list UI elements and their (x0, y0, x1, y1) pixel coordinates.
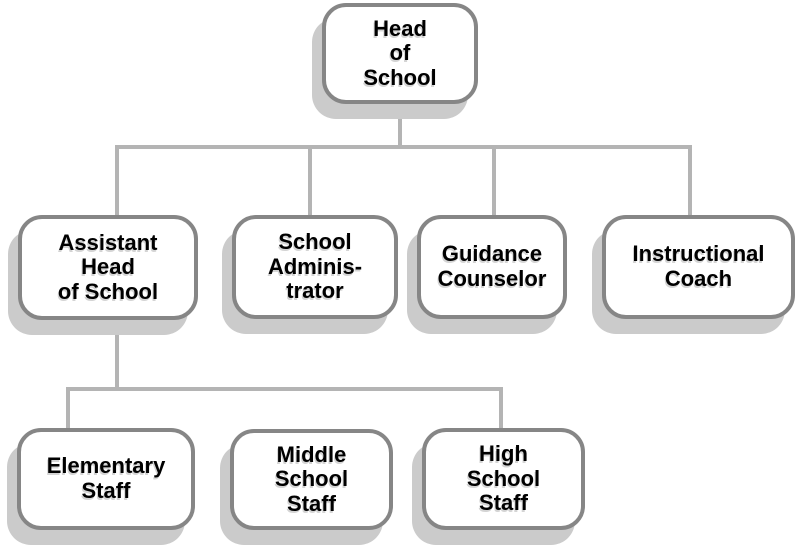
org-node-label: Guidance Counselor (437, 241, 547, 291)
connector-level3-bus (66, 387, 503, 428)
org-node-high-school-staff: High School Staff (422, 428, 585, 530)
org-node-label: Elementary Staff (46, 453, 166, 503)
org-node-school-administrator: School Adminis- trator (232, 215, 398, 319)
org-node-instructional-coach: Instructional Coach (602, 215, 795, 319)
org-node-assistant-head-of-school: Assistant Head of School (18, 215, 198, 320)
org-node-label: Head of School (363, 15, 437, 90)
org-node-middle-school-staff: Middle School Staff (230, 429, 393, 530)
connector-level2-bus (115, 145, 692, 215)
org-node-label: High School Staff (466, 441, 541, 516)
org-node-elementary-staff: Elementary Staff (17, 428, 195, 530)
org-node-label: Middle School Staff (274, 441, 349, 516)
org-node-label: Assistant Head of School (57, 229, 159, 304)
org-node-label: Instructional Coach (632, 241, 765, 291)
org-node-head-of-school: Head of School (322, 3, 478, 104)
org-node-label: School Adminis- trator (267, 229, 363, 304)
org-node-guidance-counselor: Guidance Counselor (417, 215, 567, 319)
